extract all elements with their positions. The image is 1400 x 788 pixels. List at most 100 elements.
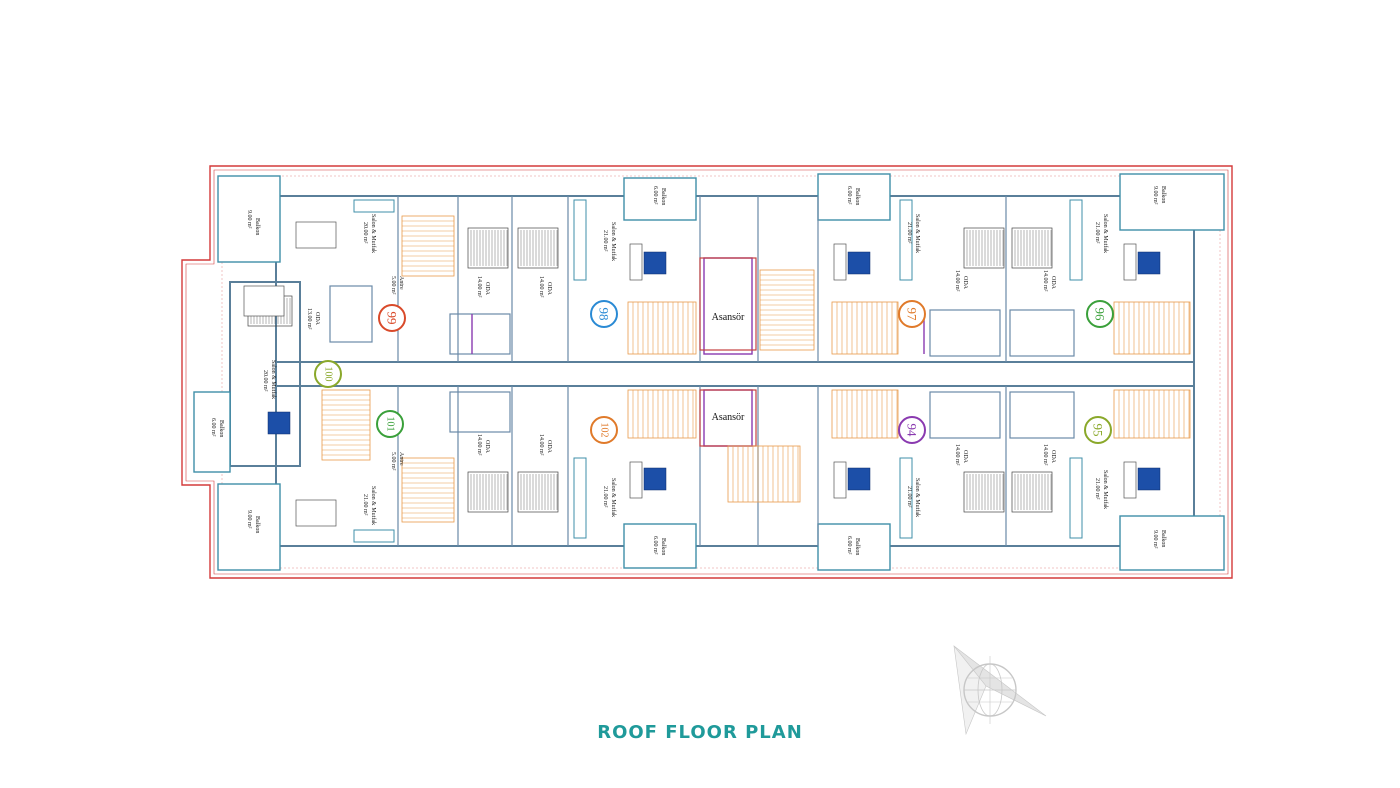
antre-area-2: 5.00 m² — [390, 452, 396, 471]
unit-badge-number: 96 — [1093, 308, 1108, 322]
oda-label-3: ODA — [314, 312, 320, 326]
salon-area-8: 21.00 m² — [906, 486, 912, 508]
salon-label-1: Salon & Mutfak — [370, 214, 377, 253]
salon-area-5: 21.00 m² — [906, 222, 912, 244]
balkon-label-4: Balkon — [660, 188, 666, 205]
antre-label-1: Antre — [398, 276, 404, 290]
bed — [963, 471, 1005, 513]
unit-badge-ring — [590, 300, 618, 328]
oda-area-8: 14.00 m² — [954, 444, 960, 466]
salon-area-9: 21.00 m² — [1094, 478, 1100, 500]
kitchen-counters — [353, 199, 1083, 543]
unit-badge-96: 96 — [1086, 300, 1114, 328]
stair-treads — [322, 220, 1190, 519]
salon-area-7: 21.00 m² — [602, 486, 608, 508]
balkon-label-3: Balkon — [218, 420, 224, 437]
oda-area-1: 14.00 m² — [476, 276, 482, 298]
plan-title: ROOF FLOOR PLAN — [597, 722, 803, 743]
salon-area-4: 21.00 m² — [602, 230, 608, 252]
bed — [517, 227, 559, 269]
unit-badge-ring — [314, 360, 342, 388]
unit-badge-number: 100 — [323, 367, 334, 382]
bed — [467, 471, 509, 513]
antre-label-2: Antre — [398, 452, 404, 466]
balkon-area-2: 9.00 m² — [246, 510, 252, 529]
unit-badge-ring — [378, 304, 406, 332]
roof-outline — [181, 165, 1233, 579]
unit-badge-ring — [898, 300, 926, 328]
unit-badge-number: 98 — [597, 308, 612, 321]
balkon-area-3: 6.00 m² — [210, 418, 216, 437]
balkon-area-7: 6.00 m² — [652, 536, 658, 555]
oda-label-2: ODA — [546, 282, 552, 296]
salon-label-6: Salon & Mutfak — [1102, 214, 1109, 253]
salon-area-1: 20.00 m² — [362, 222, 368, 244]
salon-label-4: Salon & Mutfak — [610, 222, 617, 261]
balkon-area-5: 6.00 m² — [846, 186, 852, 205]
unit-badge-number: 102 — [599, 423, 610, 438]
compass-rose-icon — [953, 644, 1047, 736]
balkon-area-6: 9.00 m² — [1152, 186, 1158, 205]
unit-badge-95: 95 — [1084, 416, 1112, 444]
salon-label-9: Salon & Mutfak — [1102, 470, 1109, 509]
salon-label-7: Salon & Mutfak — [610, 478, 617, 517]
oda-label-9: ODA — [1050, 450, 1056, 464]
balkon-area-1: 9.00 m² — [246, 210, 252, 229]
bed — [963, 227, 1005, 269]
oda-label-4: ODA — [962, 276, 968, 290]
oda-area-4: 14.00 m² — [954, 270, 960, 292]
balkon-label-6: Balkon — [1160, 186, 1166, 203]
unit-badge-number: 95 — [1091, 424, 1106, 437]
beds — [247, 227, 1053, 513]
balkon-label-1: Balkon — [254, 218, 260, 235]
sofas — [243, 221, 1137, 527]
bed — [1011, 227, 1053, 269]
unit-badge-ring — [1084, 416, 1112, 444]
salon-area-2: 21.00 m² — [362, 494, 368, 516]
balkon-area-8: 6.00 m² — [846, 536, 852, 555]
salon-label-8: Salon & Mutfak — [914, 478, 921, 517]
building-walls — [229, 195, 1195, 547]
salon-label-3: Salon & Mutfak — [270, 360, 277, 399]
balkon-area-4: 6.00 m² — [652, 186, 658, 205]
lift-label-bottom: Asansör — [712, 412, 745, 423]
unit-badge-100: 100 — [314, 360, 342, 388]
antre-area-1: 5.00 m² — [390, 276, 396, 295]
salon-area-6: 21.00 m² — [1094, 222, 1100, 244]
balkon-area-9: 9.00 m² — [1152, 530, 1158, 549]
oda-area-7: 14.00 m² — [538, 434, 544, 456]
unit-badge-ring — [590, 416, 618, 444]
unit-badge-ring — [376, 410, 404, 438]
lift-label-top: Asansör — [712, 312, 745, 323]
unit-badge-number: 97 — [905, 308, 920, 322]
unit-badge-ring — [1086, 300, 1114, 328]
unit-badge-102: 102 — [590, 416, 618, 444]
balkon-label-8: Balkon — [854, 538, 860, 555]
bed — [1011, 471, 1053, 513]
salon-label-5: Salon & Mutfak — [914, 214, 921, 253]
unit-badge-number: 99 — [385, 312, 400, 325]
balkon-label-7: Balkon — [660, 538, 666, 555]
oda-label-8: ODA — [962, 450, 968, 464]
unit-badge-ring — [898, 416, 926, 444]
unit-badge-number: 94 — [905, 424, 920, 438]
oda-area-9: 14.00 m² — [1042, 444, 1048, 466]
salon-area-3: 20.00 m² — [262, 370, 268, 392]
room-labels: Balkon 9.00 m² Balkon 9.00 m² Balkon 6.0… — [210, 186, 1166, 555]
oda-area-5: 14.00 m² — [1042, 270, 1048, 292]
unit-badge-98: 98 — [590, 300, 618, 328]
unit-badge-number: 101 — [385, 417, 396, 432]
oda-area-6: 14.00 m² — [476, 434, 482, 456]
balkon-label-9: Balkon — [1160, 530, 1166, 547]
unit-badge-94: 94 — [898, 416, 926, 444]
oda-label-5: ODA — [1050, 276, 1056, 290]
unit-badge-97: 97 — [898, 300, 926, 328]
oda-area-2: 14.00 m² — [538, 276, 544, 298]
rugs — [267, 251, 1161, 491]
bed — [517, 471, 559, 513]
room-partitions — [329, 196, 1075, 546]
unit-badge-101: 101 — [376, 410, 404, 438]
unit-badge-99: 99 — [378, 304, 406, 332]
balconies — [193, 173, 1225, 571]
